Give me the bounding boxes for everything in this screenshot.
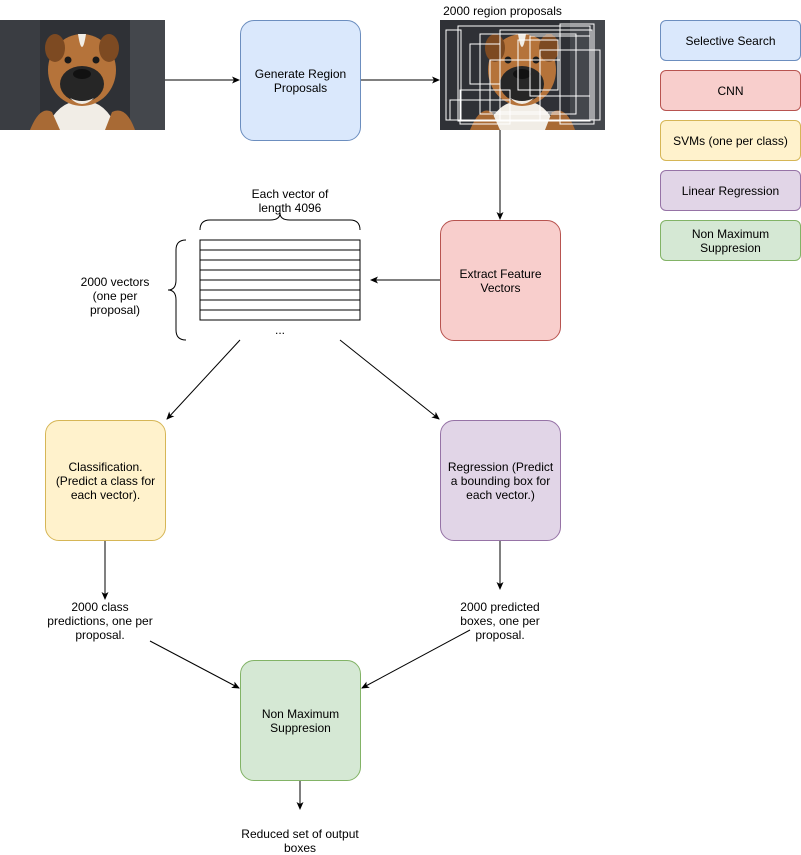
classification-label: Classification. (Predict a class for eac… — [55, 459, 156, 502]
output-caption: Reduced set of output boxes — [241, 827, 359, 855]
generate-region-proposals-node: Generate Region Proposals — [240, 20, 361, 141]
vector-length-caption: Each vector of length 4096 — [251, 187, 329, 215]
region-proposals-caption: 2000 region proposals — [443, 4, 562, 18]
vectors-count-brace — [167, 239, 187, 341]
classification-node: Classification. (Predict a class for eac… — [45, 420, 166, 541]
legend-selective-search: Selective Search — [660, 20, 801, 61]
legend-cnn-label: CNN — [717, 83, 744, 98]
legend-svms-label: SVMs (one per class) — [673, 133, 788, 148]
legend-selective-search-label: Selective Search — [685, 33, 776, 48]
generate-region-proposals-label: Generate Region Proposals — [254, 66, 347, 95]
class-predictions-caption: 2000 class predictions, one per proposal… — [47, 600, 153, 642]
legend-linear-regression-label: Linear Regression — [681, 183, 780, 198]
feature-vector-matrix — [199, 239, 361, 321]
extract-feature-vectors-label: Extract Feature Vectors — [459, 266, 542, 295]
vector-length-brace — [199, 212, 361, 231]
vectors-ellipsis: ... — [274, 323, 285, 337]
extract-feature-vectors-node: Extract Feature Vectors — [440, 220, 561, 341]
legend-non-maximum-suppression-label: Non Maximum Suppresion — [691, 226, 770, 255]
arrow-vectors-to-regression — [339, 339, 440, 420]
non-maximum-suppression-node: Non Maximum Suppresion — [240, 660, 361, 781]
arrow-predictions-to-nms — [149, 640, 240, 689]
regression-label: Regression (Predict a bounding box for e… — [447, 459, 554, 502]
regression-node: Regression (Predict a bounding box for e… — [440, 420, 561, 541]
non-maximum-suppression-label: Non Maximum Suppresion — [261, 706, 340, 735]
legend-cnn: CNN — [660, 70, 801, 111]
arrow-boxes-to-nms — [361, 629, 471, 689]
region-proposals-image — [440, 20, 605, 130]
vectors-count-caption: 2000 vectors (one per proposal) — [80, 275, 150, 317]
arrow-vectors-to-classification — [166, 339, 241, 420]
legend-non-maximum-suppression: Non Maximum Suppresion — [660, 220, 801, 261]
legend-linear-regression: Linear Regression — [660, 170, 801, 211]
predicted-boxes-caption: 2000 predicted boxes, one per proposal. — [460, 600, 540, 642]
legend-svms: SVMs (one per class) — [660, 120, 801, 161]
input-dog-image — [0, 20, 165, 130]
